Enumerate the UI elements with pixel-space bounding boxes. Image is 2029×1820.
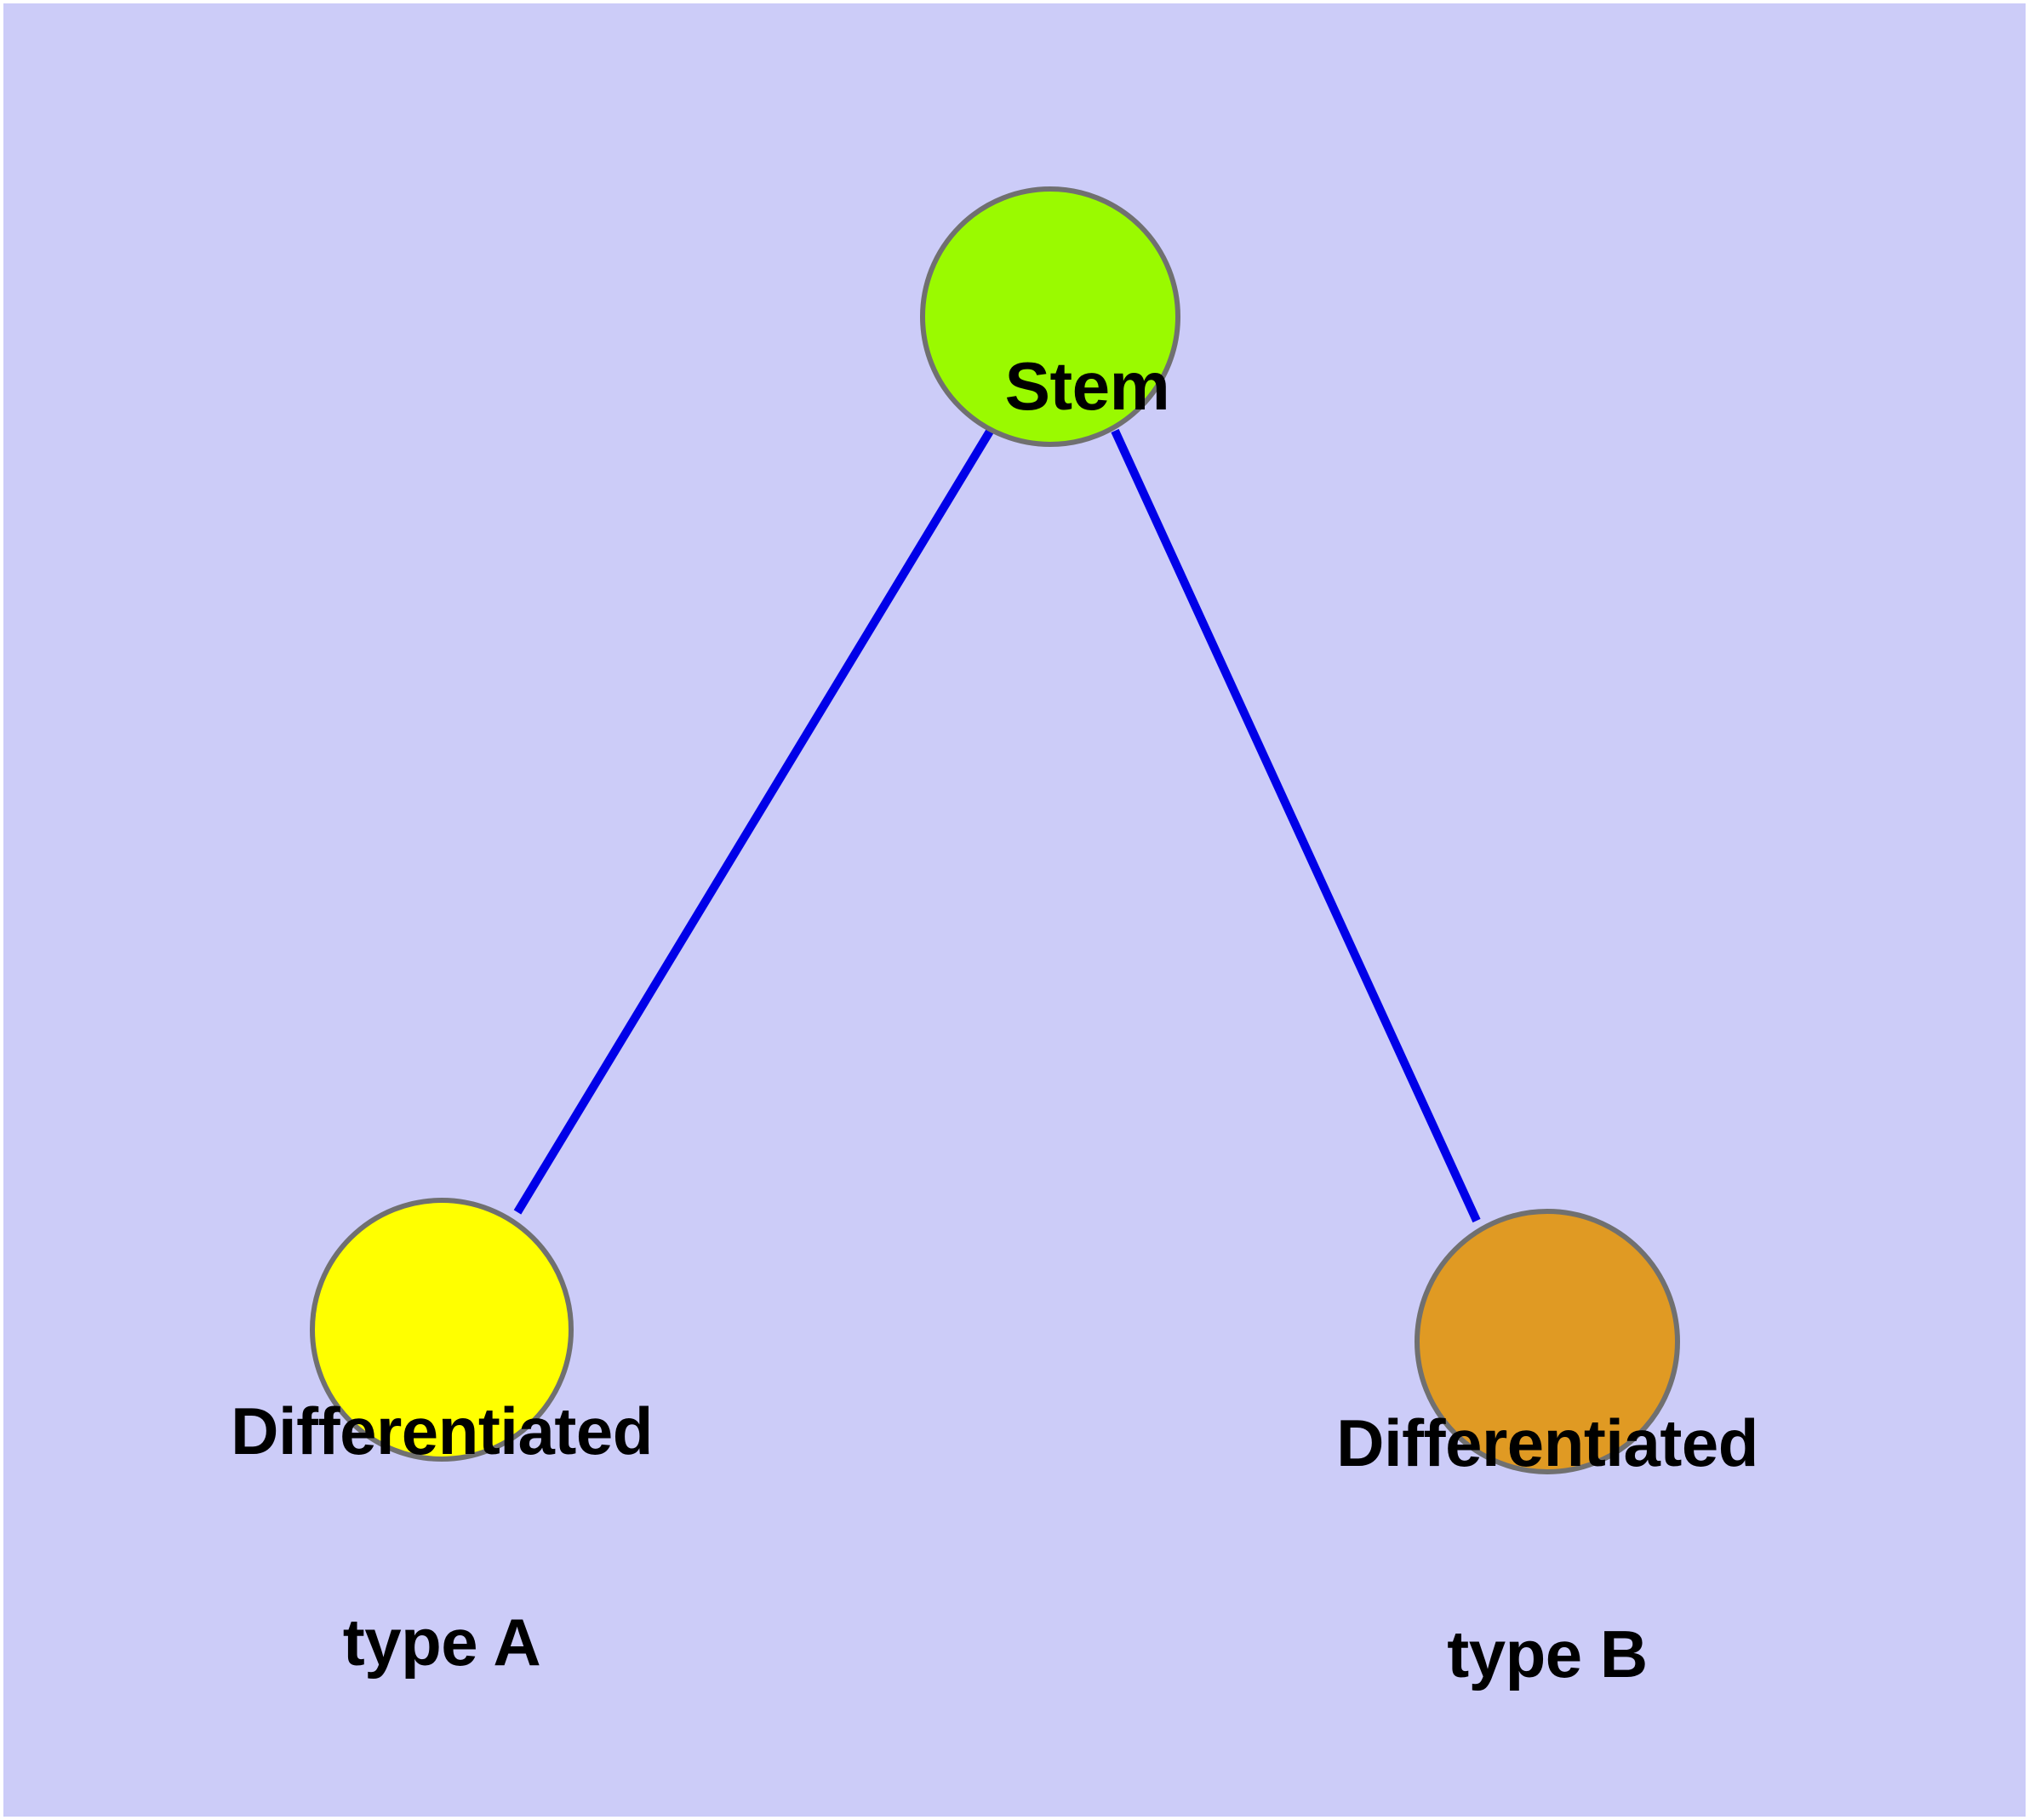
edge-stem-to-differentiated-type-b <box>1111 428 1481 1223</box>
node-stem[interactable] <box>920 186 1180 447</box>
node-differentiated-type-a[interactable] <box>310 1198 574 1462</box>
node-differentiated-type-b[interactable] <box>1415 1209 1680 1474</box>
edge-stem-to-differentiated-type-a <box>513 427 995 1215</box>
